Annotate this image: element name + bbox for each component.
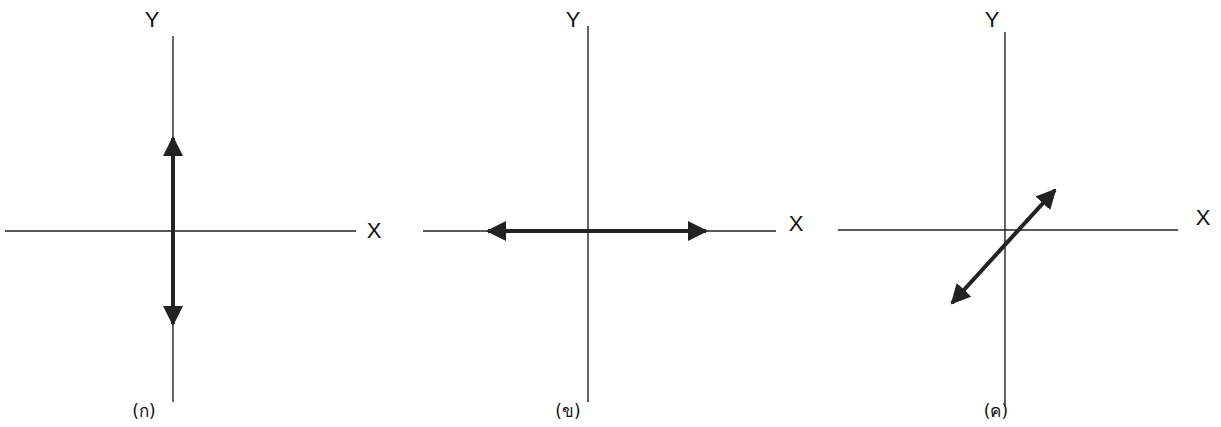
double-arrows <box>173 138 1055 324</box>
axis-label: X <box>367 220 382 242</box>
axis-label: Y <box>985 9 1000 31</box>
axis-label: X <box>1196 207 1211 229</box>
axis-label: Y <box>145 9 160 31</box>
panel-caption: (ข) <box>555 403 580 420</box>
panel-caption: (ค) <box>984 403 1008 420</box>
coordinate-axes <box>5 26 1178 406</box>
axis-label: X <box>789 213 804 235</box>
panel-caption: (ก) <box>132 403 155 420</box>
axis-label: Y <box>566 9 581 31</box>
